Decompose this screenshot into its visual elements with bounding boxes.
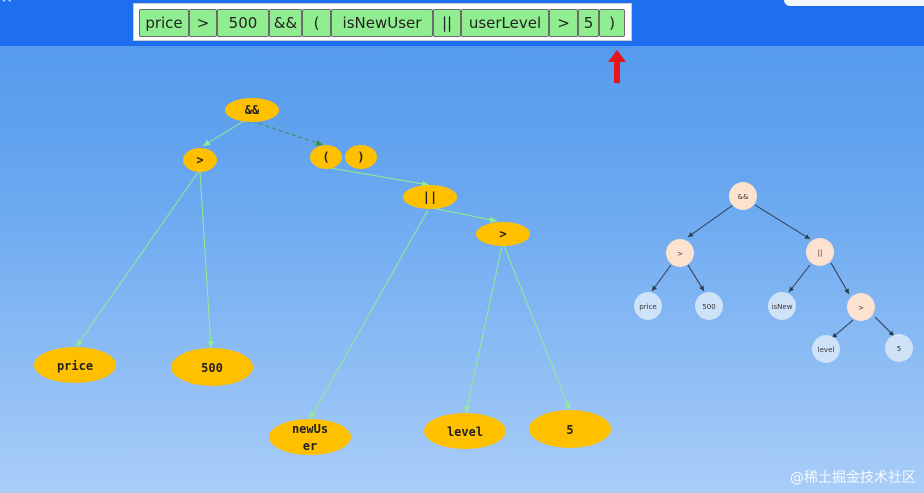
token: > [549, 9, 578, 37]
left-tree-edges [75, 120, 571, 420]
node-or: || [403, 185, 457, 209]
node-label: 500 [702, 303, 715, 311]
right-tree-edges [651, 204, 895, 339]
token: 500 [217, 9, 269, 37]
node-label: isNew [772, 303, 793, 311]
edge [329, 167, 430, 187]
node-newuser: newUs er [269, 419, 351, 455]
node-label: level [818, 346, 835, 354]
edge [202, 120, 245, 147]
mini-node-isnew: isNew [768, 292, 796, 320]
edge [251, 120, 324, 146]
edge [831, 319, 854, 339]
mini-node-500: 500 [695, 292, 723, 320]
node-label: && [738, 193, 749, 201]
node-label: && [245, 103, 260, 117]
node-label: er [303, 439, 317, 453]
node-label: || [818, 249, 823, 257]
mini-node-and: && [729, 182, 757, 210]
top-right-panel [784, 0, 924, 6]
node-label: price [57, 359, 93, 373]
mini-node-level: level [812, 335, 840, 363]
node-label: || [423, 190, 437, 204]
node-label: 5 [566, 423, 573, 437]
edge [199, 170, 214, 349]
node-label: > [499, 227, 506, 241]
token: ) [599, 9, 625, 37]
up-arrow-icon [608, 50, 626, 83]
node-label: newUs [292, 422, 328, 436]
token: userLevel [461, 9, 549, 37]
edge [503, 245, 571, 411]
mini-node-price: price [634, 292, 662, 320]
token: ( [302, 9, 331, 37]
node-5: 5 [529, 410, 611, 448]
node-label: ) [357, 150, 364, 164]
token: price [139, 9, 189, 37]
edge [651, 264, 672, 292]
right-tree-nodes: && > || price 500 isNew > level [634, 182, 913, 363]
token: && [269, 9, 302, 37]
edge [431, 207, 498, 223]
node-level: level [424, 413, 506, 449]
edge [687, 204, 734, 238]
mini-node-5: 5 [885, 334, 913, 362]
node-greater-than: > [476, 222, 530, 246]
mini-node-greater-than: > [666, 239, 694, 267]
edge [874, 316, 895, 337]
token-bar: price > 500 && ( isNewUser || userLevel … [133, 3, 632, 41]
caret-icon: ^ [1, 0, 13, 12]
edge [788, 264, 811, 293]
node-500: 500 [171, 348, 253, 386]
node-label: > [677, 250, 683, 258]
token: > [189, 9, 217, 37]
node-paren-close: ) [345, 145, 377, 169]
mini-node-or: || [806, 238, 834, 266]
node-label: > [858, 304, 864, 312]
node-label: ( [322, 150, 329, 164]
edge [687, 264, 705, 292]
edge [830, 262, 850, 295]
edge [464, 245, 503, 414]
node-label: 500 [201, 361, 223, 375]
token: isNewUser [331, 9, 433, 37]
node-paren-open: ( [310, 145, 342, 169]
edge [309, 209, 429, 420]
node-label: > [196, 153, 203, 167]
edge [75, 170, 200, 348]
left-tree-nodes: && > ( ) || > price 500 [34, 98, 611, 455]
node-price: price [34, 347, 116, 383]
mini-node-greater-than: > [847, 293, 875, 321]
node-and-root: && [225, 98, 279, 122]
node-greater-than: > [183, 148, 217, 172]
token: 5 [578, 9, 599, 37]
watermark: @稀土掘金技术社区 [790, 470, 916, 486]
token: || [433, 9, 461, 37]
node-label: price [639, 303, 656, 311]
node-label: 5 [897, 345, 901, 353]
node-label: level [447, 425, 483, 439]
edge [754, 204, 811, 240]
